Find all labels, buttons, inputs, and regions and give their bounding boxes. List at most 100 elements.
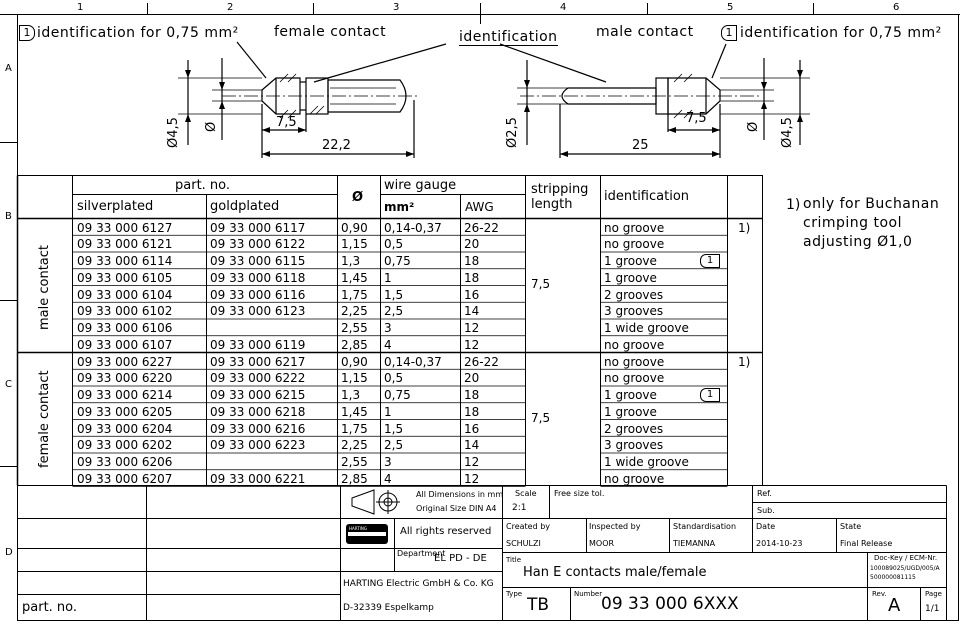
- female-id: 1 groove: [604, 404, 657, 419]
- tb-standard-label: Standardisation: [673, 522, 737, 531]
- male-s: 09 33 000 6127: [77, 220, 173, 235]
- female-d: 2,25: [341, 438, 368, 453]
- male-d: 2,55: [341, 321, 368, 335]
- female-mm: 3: [384, 455, 392, 469]
- tb-created-value: SCHULZI: [506, 539, 541, 548]
- male-s: 09 33 000 6106: [77, 321, 173, 335]
- tb-title-value: Han E contacts male/female: [523, 565, 707, 580]
- female-g: 09 33 000 6216: [210, 421, 306, 436]
- strip-male: 7,5: [531, 277, 551, 291]
- male-mm: 0,5: [384, 237, 404, 252]
- tb-doc-key-1: 100089025/UGD/005/A: [870, 565, 940, 572]
- female-d: 1,75: [341, 421, 368, 436]
- harting-logo: [346, 524, 388, 544]
- female-id: 1 groove: [604, 388, 657, 402]
- tb-dept-value: EL PD - DE: [434, 553, 487, 564]
- male-awg: 14: [464, 304, 480, 319]
- male-d: 1,75: [341, 287, 368, 302]
- th-silverplated: silverplated: [77, 199, 154, 214]
- tb-doc-key-2: 500000081115: [870, 574, 916, 581]
- footnote-line3: adjusting Ø1,0: [803, 234, 913, 250]
- marker-box-left: 1: [19, 25, 35, 41]
- tb-dept-label: Department: [397, 549, 446, 558]
- tb-scale-value: 2:1: [512, 503, 527, 513]
- ident-right-label: identification for 0,75 mm²: [740, 25, 942, 41]
- female-g: 09 33 000 6221: [210, 471, 306, 486]
- group-female-contact: female contact: [37, 370, 52, 468]
- female-awg: 18: [464, 388, 480, 402]
- female-id: 1 wide groove: [604, 455, 689, 469]
- male-d: 0,90: [341, 220, 368, 235]
- th-length: length: [531, 197, 573, 212]
- male-id: no groove: [604, 237, 665, 252]
- male-mm: 0,75: [384, 254, 411, 268]
- male-awg: 12: [464, 321, 480, 335]
- footnote-mark: 1): [786, 197, 801, 213]
- tb-page-value: 1/1: [925, 604, 940, 614]
- th-diameter: Ø: [352, 190, 364, 205]
- male-g: 09 33 000 6123: [210, 304, 306, 319]
- female-d: 2,85: [341, 471, 368, 486]
- grid-col-1: 1: [77, 2, 84, 13]
- female-contact-label: female contact: [274, 24, 387, 40]
- male-s: 09 33 000 6104: [77, 287, 173, 302]
- male-mm: 2,5: [384, 304, 404, 319]
- dim-f-d45: Ø4,5: [166, 117, 181, 148]
- female-id: 2 grooves: [604, 421, 664, 436]
- grid-col-5: 5: [727, 2, 734, 13]
- tb-created-label: Created by: [506, 522, 551, 531]
- male-d: 1,15: [341, 237, 368, 252]
- male-g: 09 33 000 6117: [210, 220, 306, 235]
- female-id: no groove: [604, 371, 665, 386]
- male-d: 1,3: [341, 254, 361, 268]
- male-awg: 12: [464, 337, 480, 352]
- male-awg: 18: [464, 254, 480, 268]
- th-awg: AWG: [465, 200, 494, 214]
- female-id: 3 grooves: [604, 438, 664, 453]
- male-id: no groove: [604, 220, 665, 235]
- dim-f-75: 7,5: [276, 115, 297, 130]
- male-s: 09 33 000 6121: [77, 237, 173, 252]
- female-awg: 18: [464, 404, 480, 419]
- grid-col-3: 3: [393, 2, 400, 13]
- male-id: no groove: [604, 337, 665, 352]
- female-g: 09 33 000 6215: [210, 388, 306, 402]
- dim-m-d45: Ø4,5: [780, 117, 795, 148]
- female-mm: 0,14-0,37: [384, 354, 442, 369]
- identification-marker: 1: [700, 254, 720, 268]
- male-s: 09 33 000 6105: [77, 270, 173, 285]
- female-s: 09 33 000 6202: [77, 438, 173, 453]
- female-mm: 2,5: [384, 438, 404, 453]
- dim-m-75: 7,5: [686, 111, 707, 126]
- male-id: 1 wide groove: [604, 321, 689, 335]
- female-mm: 1,5: [384, 421, 404, 436]
- th-part-no: part. no.: [175, 178, 231, 193]
- male-s: 09 33 000 6107: [77, 337, 173, 352]
- female-awg: 16: [464, 421, 480, 436]
- female-mm: 1: [384, 404, 392, 419]
- male-g: 09 33 000 6119: [210, 337, 306, 352]
- female-s: 09 33 000 6205: [77, 404, 173, 419]
- male-id: 1 groove: [604, 270, 657, 285]
- tb-dims-line1: All Dimensions in mm: [416, 490, 504, 499]
- male-awg: 18: [464, 270, 480, 285]
- th-mm2: mm²: [384, 200, 415, 214]
- tb-ref: Ref.: [757, 489, 772, 498]
- tb-doc-key-label: Doc-Key / ECM-Nr.: [874, 554, 938, 562]
- male-note: 1): [738, 220, 751, 235]
- tb-date-value: 2014-10-23: [756, 539, 803, 548]
- female-d: 1,15: [341, 371, 368, 386]
- male-id: 2 grooves: [604, 287, 664, 302]
- tb-number-value: 09 33 000 6XXX: [601, 594, 739, 614]
- female-g: 09 33 000 6222: [210, 371, 306, 386]
- male-s: 09 33 000 6102: [77, 304, 173, 319]
- grid-col-6: 6: [893, 2, 900, 13]
- male-awg: 16: [464, 287, 480, 302]
- female-awg: 14: [464, 438, 480, 453]
- tb-rev-label: Rev.: [872, 590, 887, 598]
- female-d: 0,90: [341, 354, 368, 369]
- male-s: 09 33 000 6114: [77, 254, 173, 268]
- tb-standard-value: TIEMANNA: [673, 539, 716, 548]
- tb-address: D-32339 Espelkamp: [343, 603, 434, 613]
